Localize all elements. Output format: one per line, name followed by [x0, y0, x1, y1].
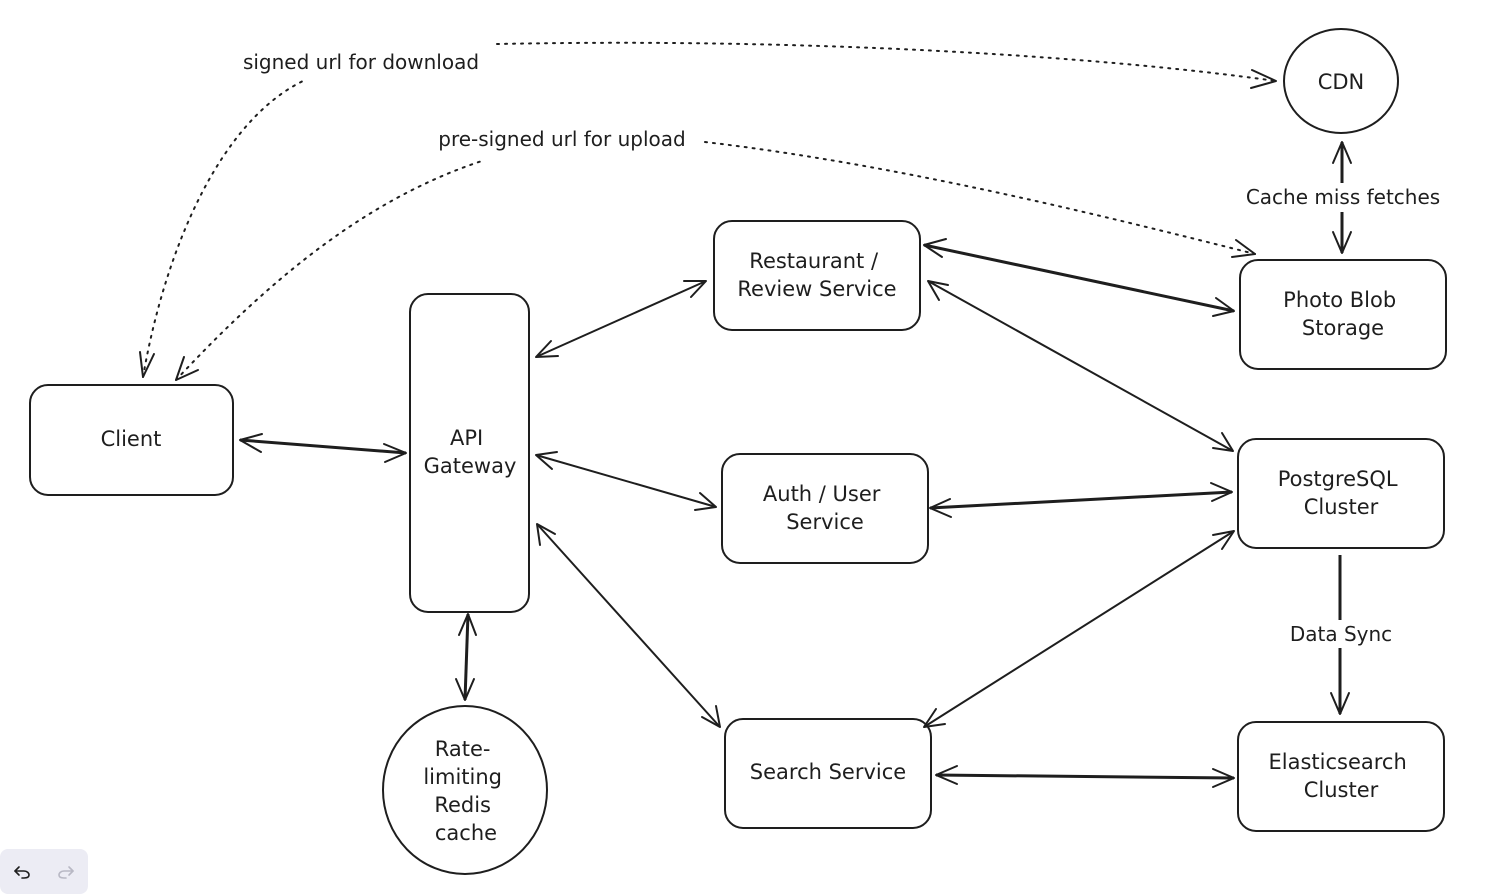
photo-label-line2: Storage [1302, 316, 1384, 340]
api-gateway-node[interactable]: API Gateway [409, 293, 530, 613]
svg-text:Photo Blob Storage: Photo Blob Storage [1283, 288, 1403, 340]
client-label: Client [101, 427, 162, 451]
edge-client-gateway[interactable] [239, 433, 407, 463]
api-gateway-label-line2: Gateway [424, 454, 517, 478]
edge-postgres-elastic[interactable] [1330, 555, 1350, 715]
elastic-label-line2: Cluster [1304, 778, 1379, 802]
redis-label-line3: Redis [434, 793, 491, 817]
svg-text:PostgreSQL Cluster: PostgreSQL Cluster [1278, 467, 1405, 519]
auth-label-line1: Auth / User [763, 482, 881, 506]
photo-blob-storage-node[interactable]: Photo Blob Storage [1239, 259, 1447, 370]
edge-restaurant-postgres[interactable] [927, 280, 1234, 452]
svg-text:CDN: CDN [1318, 70, 1365, 94]
svg-text:Auth / User Service: Auth / User Service [763, 482, 887, 534]
edge-gateway-auth[interactable] [535, 451, 717, 511]
restaurant-label-line2: Review Service [737, 277, 896, 301]
search-label: Search Service [750, 760, 906, 784]
restaurant-review-service-node[interactable]: Restaurant / Review Service [713, 220, 921, 331]
redis-node[interactable]: Rate- limiting Redis cache [382, 705, 548, 875]
postgres-label-line1: PostgreSQL [1278, 467, 1398, 491]
upload-edge-label: pre-signed url for upload [438, 127, 686, 151]
auth-label-line2: Service [786, 510, 864, 534]
redis-label-line1: Rate- [435, 737, 491, 761]
postgres-label-line2: Cluster [1304, 495, 1379, 519]
elasticsearch-cluster-node[interactable]: Elasticsearch Cluster [1237, 721, 1445, 832]
download-edge-label: signed url for download [243, 50, 479, 74]
edge-client-cdn-download[interactable] [139, 41, 1277, 378]
restaurant-label-line1: Restaurant / [749, 249, 879, 273]
redis-label-line4: cache [435, 821, 497, 845]
edge-client-photo-upload[interactable] [175, 141, 1256, 381]
svg-text:Restaurant / Review Serv: Restaurant / Review Service [737, 249, 896, 301]
search-service-node[interactable]: Search Service [724, 718, 932, 829]
client-node[interactable]: Client [29, 384, 234, 496]
edge-restaurant-photo[interactable] [923, 238, 1235, 317]
edge-gateway-redis[interactable] [455, 613, 477, 701]
edge-search-postgres[interactable] [923, 530, 1235, 728]
edge-gateway-restaurant[interactable] [535, 280, 707, 358]
svg-text:API Gateway: API Gateway [424, 426, 517, 478]
edge-photo-cdn[interactable] [1332, 141, 1352, 254]
auth-user-service-node[interactable]: Auth / User Service [721, 453, 929, 564]
svg-text:Client: Client [101, 427, 162, 451]
elastic-label-line1: Elasticsearch [1269, 750, 1407, 774]
svg-text:Search Service: Search Service [750, 760, 906, 784]
redo-button[interactable] [44, 849, 88, 894]
svg-text:Elasticsearch Cluster: Elasticsearch Cluster [1269, 750, 1414, 802]
data-sync-edge-label: Data Sync [1290, 622, 1392, 646]
postgresql-cluster-node[interactable]: PostgreSQL Cluster [1237, 438, 1445, 549]
photo-label-line1: Photo Blob [1283, 288, 1396, 312]
edge-auth-postgres[interactable] [929, 482, 1233, 518]
cdn-label: CDN [1318, 70, 1365, 94]
undo-icon [14, 865, 30, 879]
undo-button[interactable] [0, 849, 44, 894]
edge-search-elastic[interactable] [935, 765, 1235, 788]
cdn-node[interactable]: CDN [1283, 28, 1399, 134]
redis-label-line2: limiting [423, 765, 502, 789]
cache-miss-edge-label: Cache miss fetches [1246, 185, 1440, 209]
edge-gateway-search[interactable] [536, 523, 721, 728]
svg-text:Rate- limiting Red: Rate- limiting Redis cache [423, 737, 508, 845]
api-gateway-label-line1: API [450, 426, 483, 450]
undo-redo-toolbar [0, 849, 88, 894]
redo-icon [58, 865, 74, 879]
